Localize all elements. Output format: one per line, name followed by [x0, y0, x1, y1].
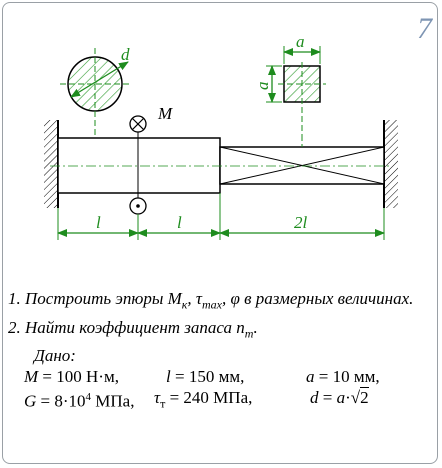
- square-section: a a: [253, 32, 326, 135]
- label-a-side: a: [253, 82, 272, 91]
- given-title: Дано:: [34, 345, 76, 365]
- given-row-1: M = 100 Н·м, l = 150 мм, a = 10 мм,: [8, 366, 432, 387]
- task-text: 1. Построить эпюры Mк, τmax, φ в размерн…: [8, 288, 432, 410]
- shaft: [50, 111, 392, 194]
- page-frame: [2, 2, 438, 464]
- given-d: d = a·√2: [310, 386, 369, 407]
- given-M: M = 100 Н·м,: [24, 366, 119, 386]
- shaft-diagram: d a a: [44, 32, 398, 240]
- given-a: a = 10 мм,: [306, 366, 380, 386]
- left-wall: [44, 120, 59, 208]
- diameter-arrow: [70, 61, 129, 98]
- given-l: l = 150 мм,: [166, 366, 245, 386]
- right-wall: [383, 120, 398, 208]
- dim-2l: 2l: [294, 213, 308, 232]
- dim-l-1: l: [96, 213, 101, 232]
- label-M: M: [157, 104, 173, 123]
- label-a-top: a: [296, 32, 305, 51]
- given-G: G = 8·104 МПа,: [24, 390, 135, 411]
- given-row-2: G = 8·104 МПа, τт = 240 МПа, d = a·√2: [8, 386, 432, 410]
- length-dimensions: l l 2l: [57, 193, 385, 240]
- label-d: d: [121, 45, 130, 64]
- given-tau: τт = 240 МПа,: [154, 387, 253, 411]
- task-item-2: 2. Найти коэффициент запаса nт.: [8, 318, 258, 341]
- circular-section: d: [60, 45, 130, 138]
- page-number: 7: [417, 12, 432, 45]
- dim-l-2: l: [177, 213, 182, 232]
- task-item-1: 1. Построить эпюры Mк, τmax, φ в размерн…: [8, 289, 414, 312]
